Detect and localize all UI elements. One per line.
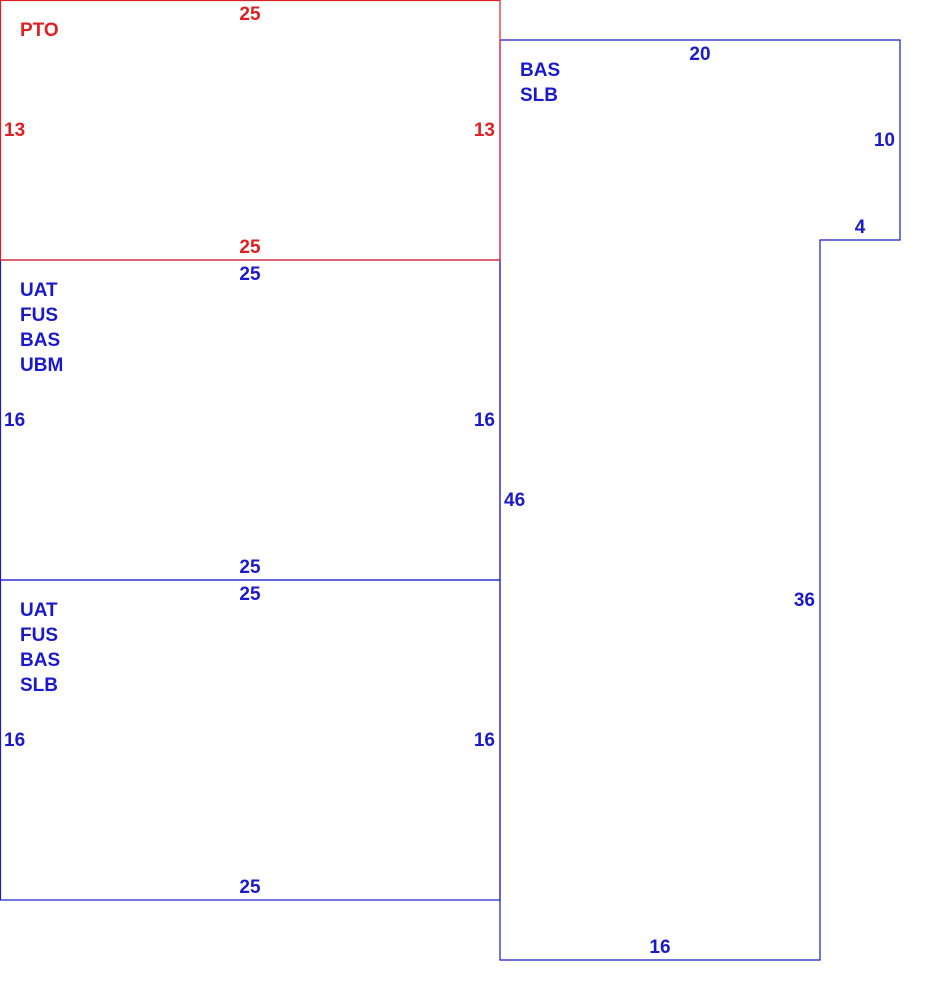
pto-bottom-dim: 25 [239, 237, 261, 258]
right-inner-dim: 36 [794, 590, 815, 611]
lower-code-2: FUS [20, 625, 58, 646]
right-section-outline [499, 39, 901, 961]
lower-code-4: SLB [20, 675, 58, 696]
pto-top-dim: 25 [239, 4, 261, 25]
middle-code-2: FUS [20, 305, 58, 326]
pto-section-outline [0, 0, 501, 261]
lower-right-dim: 16 [474, 730, 495, 751]
right-top-dim: 20 [689, 44, 710, 65]
pto-left-dim: 13 [4, 120, 25, 141]
pto-right-dim: 13 [474, 120, 495, 141]
lower-left-dim: 16 [4, 730, 25, 751]
lower-top-dim: 25 [239, 584, 261, 605]
lower-section-outline [0, 579, 501, 901]
right-bottom-dim: 16 [649, 937, 670, 958]
lower-code-1: UAT [20, 600, 58, 621]
middle-section-outline [0, 259, 501, 581]
right-left-dim: 46 [504, 490, 525, 511]
pto-code: PTO [20, 20, 59, 41]
lower-code-3: BAS [20, 650, 60, 671]
right-code-1: BAS [520, 60, 560, 81]
right-code-2: SLB [520, 85, 558, 106]
middle-left-dim: 16 [4, 410, 25, 431]
middle-right-dim: 16 [474, 410, 495, 431]
right-outer-dim: 10 [874, 130, 895, 151]
middle-code-1: UAT [20, 280, 58, 301]
lower-bottom-dim: 25 [239, 877, 261, 898]
middle-code-4: UBM [20, 355, 63, 376]
middle-top-dim: 25 [239, 264, 261, 285]
right-notch-dim: 4 [855, 217, 866, 238]
middle-bottom-dim: 25 [239, 557, 261, 578]
middle-code-3: BAS [20, 330, 60, 351]
